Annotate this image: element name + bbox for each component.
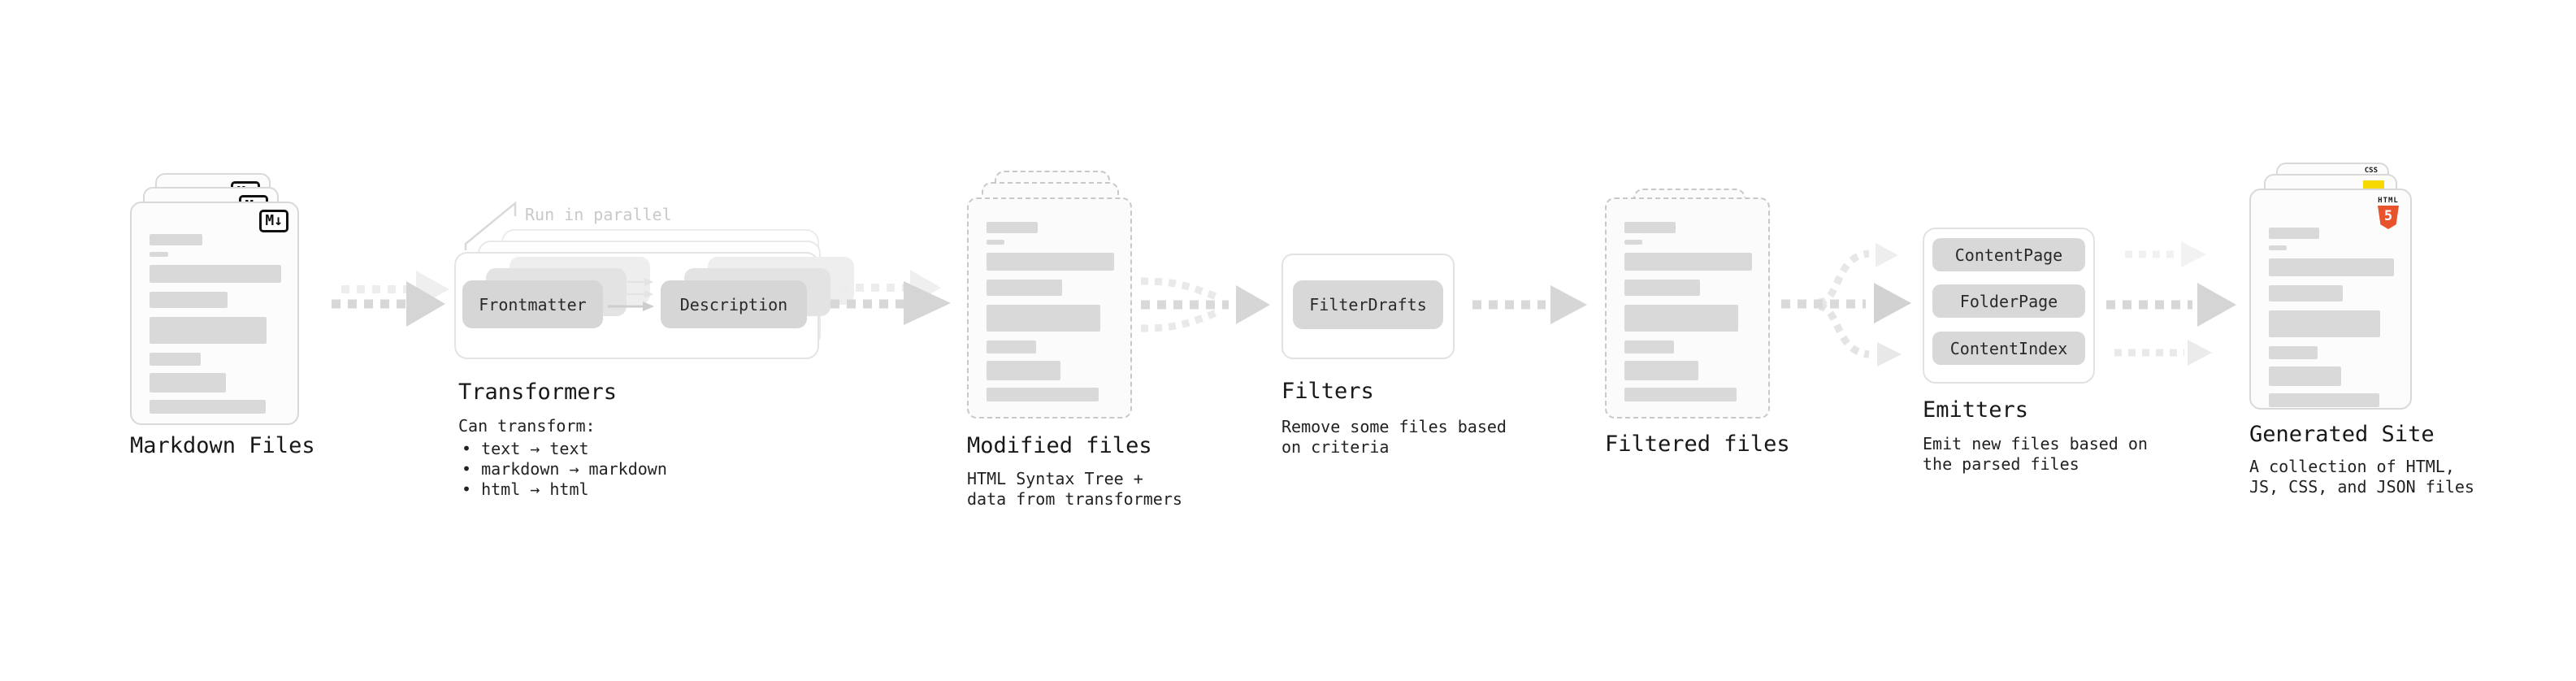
filters-description: on criteria: [1281, 437, 1390, 457]
arrow-emitters-to-generated: [2106, 241, 2236, 366]
transformers-bullet: • text → text: [462, 439, 589, 458]
doc-skeleton: [150, 234, 281, 414]
emitter-pill-contentpage: ContentPage: [1932, 238, 2085, 271]
filtered-files-label: Filtered files: [1605, 432, 1790, 457]
emitters-description: Emit new files based on: [1923, 434, 2148, 453]
html5-icon-shield: 5: [2378, 206, 2399, 229]
transformers-description: Can transform:: [458, 416, 596, 436]
generated-site-description: JS, CSS, and JSON files: [2249, 477, 2474, 497]
doc-skeleton: [987, 222, 1114, 401]
emitters-description: the parsed files: [1923, 454, 2079, 474]
filtered-doc-front: [1605, 197, 1770, 419]
css-icon-label: CSS: [2364, 167, 2378, 175]
modified-doc-front: [967, 197, 1132, 419]
html5-icon-label: HTML: [2378, 197, 2399, 205]
markdown-files-label: Markdown Files: [130, 433, 315, 458]
transformers-bullet: • markdown → markdown: [462, 459, 667, 479]
generated-site-description: A collection of HTML,: [2249, 457, 2455, 476]
filters-label: Filters: [1281, 379, 1374, 404]
generated-doc-front: HTML 5: [2249, 189, 2412, 410]
filterdrafts-pill: FilterDrafts: [1293, 280, 1443, 329]
transformers-bullet: • html → html: [462, 479, 589, 499]
modified-files-description: data from transformers: [967, 489, 1182, 509]
generated-site-label: Generated Site: [2249, 422, 2435, 447]
markdown-icon: M↓: [259, 210, 288, 232]
transformers-label: Transformers: [458, 380, 618, 405]
arrow-filters-to-filtered: [1472, 285, 1587, 324]
emitter-pill-folderpage: FolderPage: [1932, 284, 2085, 318]
frontmatter-pill: Frontmatter: [462, 280, 603, 328]
arrow-filtered-to-emitters: [1781, 243, 1911, 367]
modified-files-label: Modified files: [967, 433, 1152, 458]
description-pill: Description: [661, 280, 807, 328]
run-in-parallel-note: Run in parallel: [525, 205, 672, 224]
emitters-label: Emitters: [1923, 397, 2029, 423]
arrow-markdown-to-transformers: [332, 271, 449, 327]
emitter-pill-contentindex: ContentIndex: [1932, 332, 2085, 365]
arrow-modified-to-filters: [1140, 277, 1270, 332]
doc-skeleton: [1624, 222, 1752, 401]
markdown-doc-front: M↓: [130, 202, 299, 425]
html5-icon: HTML 5: [2375, 197, 2401, 229]
filters-description: Remove some files based: [1281, 417, 1507, 436]
doc-skeleton: [2269, 228, 2394, 407]
modified-files-description: HTML Syntax Tree +: [967, 469, 1143, 488]
